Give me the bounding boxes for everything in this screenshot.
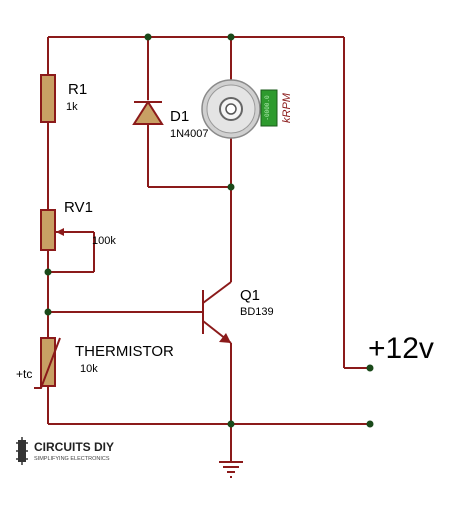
ground-symbol <box>219 461 243 478</box>
rv1-value: 100k <box>92 235 116 247</box>
junction-dot <box>227 183 235 191</box>
d1-value: 1N4007 <box>170 128 209 140</box>
terminal-dot <box>366 364 374 372</box>
thermistor-tag: +tc <box>16 367 32 381</box>
rv1-name: RV1 <box>64 199 93 216</box>
wires <box>47 36 370 462</box>
logo-title: CIRCUITS DIY <box>34 440 114 454</box>
thermistor: THERMISTOR 10k +tc <box>16 337 174 389</box>
rpm-meter <box>260 89 278 127</box>
motor: -0000.0 kRPM <box>201 79 293 139</box>
q1-name: Q1 <box>240 287 260 304</box>
potentiometer-rv1: RV1 100k <box>40 199 116 251</box>
d1-name: D1 <box>170 108 189 125</box>
rpm-unit-label: kRPM <box>281 92 293 123</box>
resistor-r1: R1 1k <box>40 74 87 123</box>
r1-value: 1k <box>66 101 78 113</box>
thermistor-name: THERMISTOR <box>75 343 174 360</box>
circuits-diy-logo: CIRCUITS DIY SIMPLIFYING ELECTRONICS <box>16 437 114 465</box>
transistor-q1: Q1 BD139 <box>196 281 274 344</box>
terminal-dot <box>366 420 374 428</box>
rpm-meter-reading: -0000.0 <box>264 95 271 121</box>
diode-d1: D1 1N4007 <box>132 100 209 140</box>
q1-value: BD139 <box>240 306 274 318</box>
thermistor-value: 10k <box>80 363 98 375</box>
junction-dot <box>227 420 235 428</box>
junction-dot <box>144 33 152 41</box>
supply-label: +12v <box>368 332 434 365</box>
junction-dot <box>44 308 52 316</box>
junction-dot <box>227 33 235 41</box>
junction-dot <box>44 268 52 276</box>
r1-name: R1 <box>68 81 87 98</box>
junction-dots <box>44 33 374 428</box>
chip-icon <box>16 437 28 465</box>
logo-subtitle: SIMPLIFYING ELECTRONICS <box>34 456 110 462</box>
